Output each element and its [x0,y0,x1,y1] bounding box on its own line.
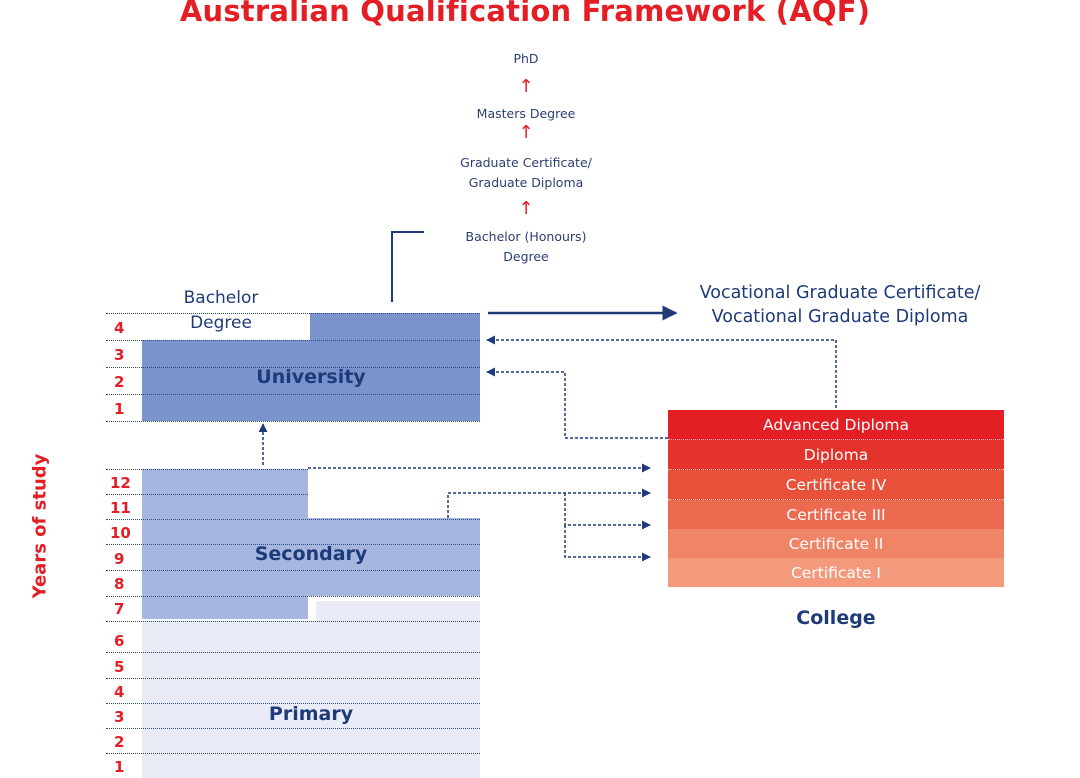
year-number: 12 [110,474,131,492]
college-level-certificate-ii: Certificate II [668,529,1004,559]
university-block [142,340,480,421]
arrow-college-to-university-lower [486,367,668,439]
year-number: 4 [114,319,125,337]
year-number: 6 [114,632,125,650]
grid-line [106,519,480,520]
grid-line [106,544,480,545]
arrow-year10-to-college [447,488,651,518]
college-label: College [796,607,876,629]
honours-bracket [391,231,424,302]
year-number: 11 [110,499,131,517]
masters-label: Masters Degree [476,106,576,121]
college-level-diploma: Diploma [668,440,1004,470]
bachelor-line1: Bachelor [183,288,259,308]
grad-cert-line2: Graduate Diploma [468,175,584,190]
year-number: 1 [114,400,125,418]
grid-line [106,340,480,341]
up-arrow-icon: ↑ [518,198,534,219]
primary-label: Primary [268,703,354,725]
secondary-block-right [308,518,480,596]
secondary-label: Secondary [254,543,368,565]
arrow-branch-to-cert-i [564,525,651,562]
diagram-title: Australian Qualification Framework (AQF) [179,0,871,28]
honours-line2: Degree [503,249,549,264]
college-level-certificate-iii: Certificate III [668,500,1004,530]
college-level-certificate-iv: Certificate IV [668,470,1004,500]
grid-line [106,596,480,597]
up-arrow-icon: ↑ [518,76,534,97]
grid-line [106,394,480,395]
year-number: 1 [114,758,125,776]
bachelor-line2: Degree [190,313,252,333]
phd-label: PhD [513,51,539,66]
grid-line [106,421,480,422]
year-number: 2 [114,733,125,751]
grad-cert-line1: Graduate Certificate/ [460,155,592,170]
university-label: University [256,366,366,388]
year-number: 5 [114,658,125,676]
grid-line [106,313,480,314]
grid-line [106,703,480,704]
vocational-line2: Vocational Graduate Diploma [711,307,969,327]
grid-line [106,621,480,622]
vocational-line1: Vocational Graduate Certificate/ [699,283,981,303]
university-block-top [310,313,480,340]
arrow-branch-to-cert-iii [564,493,651,530]
year-number: 4 [114,683,125,701]
year-number: 3 [114,708,125,726]
honours-line1: Bachelor (Honours) [465,229,587,244]
college-level-advanced-diploma: Advanced Diploma [668,410,1004,440]
year-number: 7 [114,600,125,618]
college-level-certificate-i: Certificate I [668,558,1004,587]
primary-block-top [316,601,480,621]
year-number: 8 [114,575,125,593]
grid-line [106,494,308,495]
grid-line [106,678,480,679]
grid-line [106,469,308,470]
grid-line [106,728,480,729]
grid-line [106,652,480,653]
year-number: 10 [110,524,131,542]
year-number: 9 [114,550,125,568]
arrow-college-to-university-upper [486,335,837,408]
grid-line [106,367,480,368]
up-arrow-icon: ↑ [518,122,534,143]
year-number: 2 [114,373,125,391]
primary-block [142,621,480,778]
grid-line [106,570,480,571]
grid-line [106,753,480,754]
year-number: 3 [114,346,125,364]
